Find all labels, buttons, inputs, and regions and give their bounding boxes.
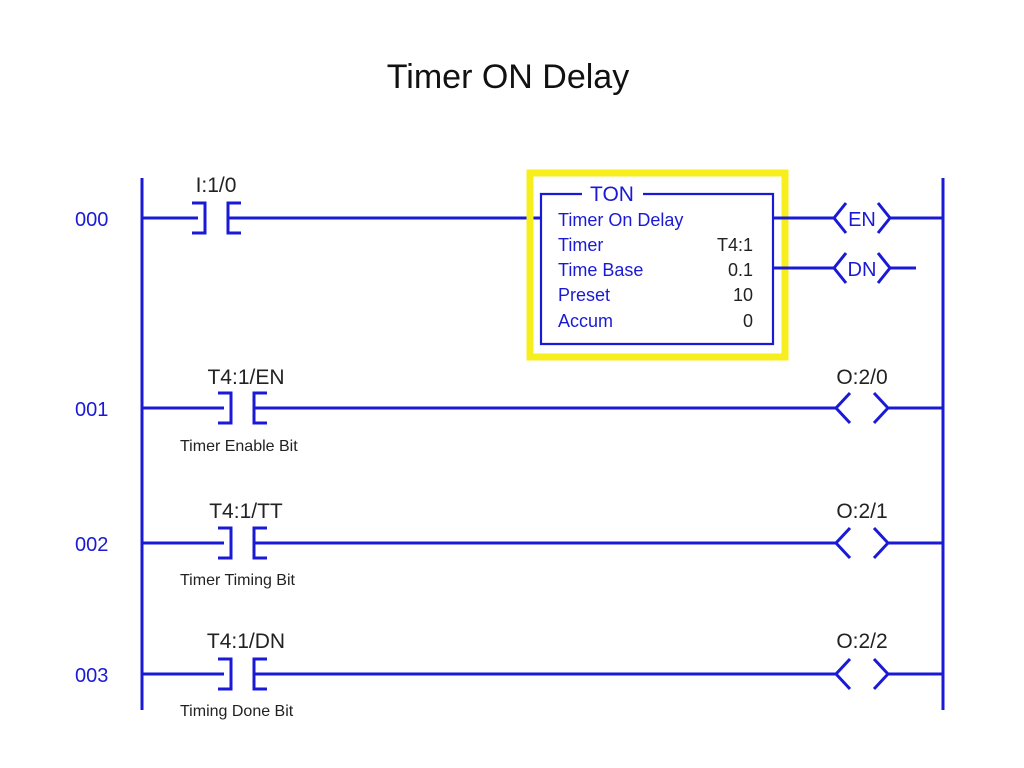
coil-right-arc — [872, 526, 891, 560]
ton-name: Timer On Delay — [558, 210, 683, 230]
ton-block-border — [539, 192, 775, 346]
contact-description: Timer Enable Bit — [180, 438, 298, 455]
rung-000: I:1/0 TON Timer On Delay Timer T4:1 Time… — [142, 169, 943, 361]
ton-row-value-preset: 10 — [733, 285, 753, 305]
dn-output-coil[interactable]: DN — [832, 252, 892, 284]
coil-left-arc — [833, 657, 852, 691]
ton-row-label-accum: Accum — [558, 311, 613, 331]
contact-address-label: T4:1/DN — [207, 630, 285, 653]
contact-address-label: T4:1/EN — [207, 366, 284, 389]
ton-row-label-timer: Timer — [558, 235, 603, 255]
coil-right-arc — [876, 252, 892, 284]
ton-row-label-preset: Preset — [558, 285, 610, 305]
rung-003: T4:1/DN Timing Done Bit O:2/2 — [142, 630, 943, 720]
ton-row-value-timer: T4:1 — [717, 235, 753, 255]
ton-highlight-frame — [526, 169, 789, 361]
ton-row-value-time-base: 0.1 — [728, 260, 753, 280]
rung-number-001: 001 — [75, 399, 108, 421]
coil-left-arc — [833, 526, 852, 560]
ton-instruction-block[interactable]: TON Timer On Delay Timer T4:1 Time Base … — [539, 183, 775, 346]
coil-right-arc — [872, 391, 891, 425]
rung-number-003: 003 — [75, 665, 108, 687]
contact-left-plate — [218, 526, 233, 560]
output-coil-o2-0[interactable] — [833, 391, 891, 425]
en-output-label: EN — [848, 209, 876, 231]
rung-002: T4:1/TT Timer Timing Bit O:2/1 — [142, 500, 943, 589]
contact-left-plate — [218, 657, 233, 691]
coil-left-arc — [833, 391, 852, 425]
rung-001: T4:1/EN Timer Enable Bit O:2/0 — [142, 366, 943, 455]
coil-right-arc — [876, 202, 892, 234]
ton-row-value-accum: 0 — [743, 311, 753, 331]
rung-number-002: 002 — [75, 534, 108, 556]
contact-description: Timer Timing Bit — [180, 572, 296, 589]
coil-right-arc — [872, 657, 891, 691]
contact-address-label: I:1/0 — [196, 174, 237, 197]
contact-left-plate — [192, 201, 207, 235]
ton-header: TON — [590, 183, 634, 206]
contact-left-plate — [218, 391, 233, 425]
coil-address-label: O:2/2 — [836, 630, 887, 653]
output-coil-o2-2[interactable] — [833, 657, 891, 691]
contact-description: Timing Done Bit — [180, 703, 294, 720]
ton-row-label-time-base: Time Base — [558, 260, 643, 280]
dn-output-label: DN — [848, 259, 877, 281]
en-output-coil[interactable]: EN — [832, 202, 892, 234]
coil-address-label: O:2/0 — [836, 366, 887, 389]
diagram-title: Timer ON Delay — [387, 58, 629, 96]
coil-left-arc — [832, 252, 848, 284]
coil-address-label: O:2/1 — [836, 500, 887, 523]
output-coil-o2-1[interactable] — [833, 526, 891, 560]
contact-address-label: T4:1/TT — [209, 500, 283, 523]
rung-number-000: 000 — [75, 209, 108, 231]
coil-left-arc — [832, 202, 848, 234]
